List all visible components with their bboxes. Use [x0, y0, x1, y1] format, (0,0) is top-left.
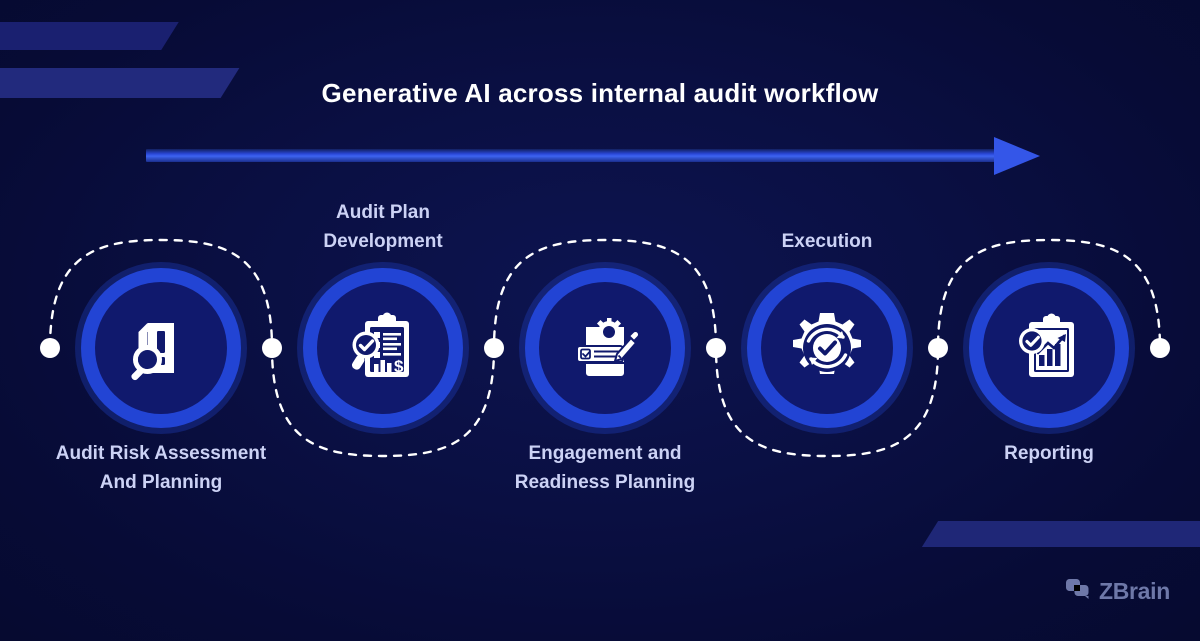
- step-label: Execution: [781, 230, 873, 252]
- step-reporting[interactable]: Reporting: [969, 268, 1129, 464]
- zbrain-chat-bubble-icon: [1065, 578, 1090, 605]
- step-label: Reporting: [1004, 443, 1094, 464]
- decorative-band-bottom-right: [921, 521, 1200, 547]
- step-engagement-readiness-planning[interactable]: Engagement and Readiness Planning: [515, 268, 695, 493]
- decorative-band-top-left-1: [0, 22, 179, 50]
- zbrain-logo: ZBrain: [1065, 578, 1170, 605]
- step-icon-disc: [761, 282, 893, 414]
- document-alert-magnifier-icon: [122, 309, 200, 387]
- svg-text:$: $: [394, 357, 404, 376]
- clipboard-checklist-chart-icon: $: [343, 308, 423, 388]
- workflow-direction-arrow: [146, 137, 1046, 175]
- step-label: Audit Plan Development: [323, 202, 443, 252]
- page-title: Generative AI across internal audit work…: [321, 78, 879, 108]
- document-gear-pencil-icon: [565, 308, 645, 388]
- step-audit-risk-assessment[interactable]: Audit Risk Assessment And Planning: [56, 268, 266, 493]
- arrow-head-icon: [994, 137, 1040, 175]
- step-label: Engagement and Readiness Planning: [514, 443, 696, 493]
- zbrain-wordmark: ZBrain: [1098, 578, 1170, 604]
- step-icon-disc: $: [317, 282, 449, 414]
- step-label: Audit Risk Assessment And Planning: [55, 443, 267, 493]
- step-icon-disc: [95, 282, 227, 414]
- gear-refresh-check-icon: [786, 307, 868, 389]
- arrow-shaft: [146, 149, 998, 162]
- step-audit-plan-development[interactable]: $ Audit Plan Development: [303, 202, 463, 428]
- clipboard-growth-chart-icon: [1009, 308, 1089, 388]
- step-execution[interactable]: Execution: [747, 231, 907, 428]
- step-icon-disc: [983, 282, 1115, 414]
- step-icon-disc: [539, 282, 671, 414]
